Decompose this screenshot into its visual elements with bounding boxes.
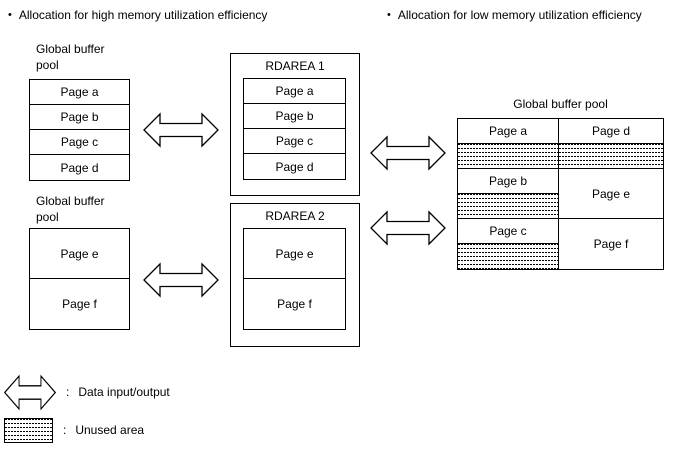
pool1-row-page-a: Page a xyxy=(30,80,129,105)
global-buffer-pool-1-label: Global buffer pool xyxy=(36,42,105,72)
low-efficiency-title: Allocation for low memory utilization ef… xyxy=(397,8,642,22)
cell-page-a: Page a xyxy=(458,119,559,144)
global-buffer-pool-2-table: Page e Page f xyxy=(29,228,130,330)
rdarea2-table: Page e Page f xyxy=(243,228,346,330)
cell-page-f: Page f xyxy=(559,219,663,269)
rdarea1-box: RDAREA 1 Page a Page b Page c Page d xyxy=(230,53,360,196)
rdarea1-row-page-c: Page c xyxy=(244,129,345,154)
cell-page-d: Page d xyxy=(559,119,663,144)
rdarea1-row-page-a: Page a xyxy=(244,79,345,104)
global-buffer-pool-2-label: Global buffer pool xyxy=(36,194,105,224)
rdarea1-row-page-d: Page d xyxy=(244,154,345,179)
rdarea1-row-page-b: Page b xyxy=(244,104,345,129)
bullet-icon: • xyxy=(387,9,391,21)
cell-page-b: Page b xyxy=(458,169,559,194)
unused-area-cell xyxy=(458,144,559,169)
pool1-row-page-d: Page d xyxy=(30,155,129,180)
global-buffer-pool-1-table: Page a Page b Page c Page d xyxy=(29,79,130,181)
double-arrow-icon xyxy=(143,262,219,298)
unused-area-cell xyxy=(458,244,559,269)
pool1-row-page-b: Page b xyxy=(30,105,129,130)
cell-page-e: Page e xyxy=(559,169,663,219)
global-buffer-pool-right-label: Global buffer pool xyxy=(513,97,608,111)
double-arrow-icon xyxy=(143,112,219,148)
bullet-icon: • xyxy=(8,9,12,21)
pool2-row-page-f: Page f xyxy=(30,279,129,329)
global-buffer-pool-right-table: Page a Page b Page c Page d Page e Page … xyxy=(457,118,664,270)
legend-label-unused-area: Unused area xyxy=(75,423,145,437)
rdarea2-row-page-f: Page f xyxy=(244,279,345,329)
pool1-row-page-c: Page c xyxy=(30,130,129,155)
rdarea1-title: RDAREA 1 xyxy=(265,59,325,73)
low-efficiency-heading: • Allocation for low memory utilization … xyxy=(387,8,642,22)
unused-area-cell xyxy=(458,194,559,219)
rdarea2-row-page-e: Page e xyxy=(244,229,345,279)
rdarea1-table: Page a Page b Page c Page d xyxy=(243,78,346,180)
unused-area-cell xyxy=(559,144,663,169)
unused-area-swatch xyxy=(4,417,53,443)
legend-item-unused-area: : Unused area xyxy=(4,417,144,443)
legend-separator: : xyxy=(66,385,70,399)
double-arrow-icon xyxy=(4,374,56,410)
legend-label-data-io: Data input/output xyxy=(78,385,170,399)
high-efficiency-title: Allocation for high memory utilization e… xyxy=(18,8,268,22)
pool2-row-page-e: Page e xyxy=(30,229,129,279)
rdarea2-title: RDAREA 2 xyxy=(265,209,325,223)
double-arrow-icon xyxy=(370,210,446,246)
rdarea2-box: RDAREA 2 Page e Page f xyxy=(230,203,360,347)
legend-separator: : xyxy=(63,423,67,437)
high-efficiency-heading: • Allocation for high memory utilization… xyxy=(8,8,267,22)
cell-page-c: Page c xyxy=(458,219,559,244)
legend-item-data-io: : Data input/output xyxy=(4,373,170,411)
double-arrow-icon xyxy=(370,135,446,171)
